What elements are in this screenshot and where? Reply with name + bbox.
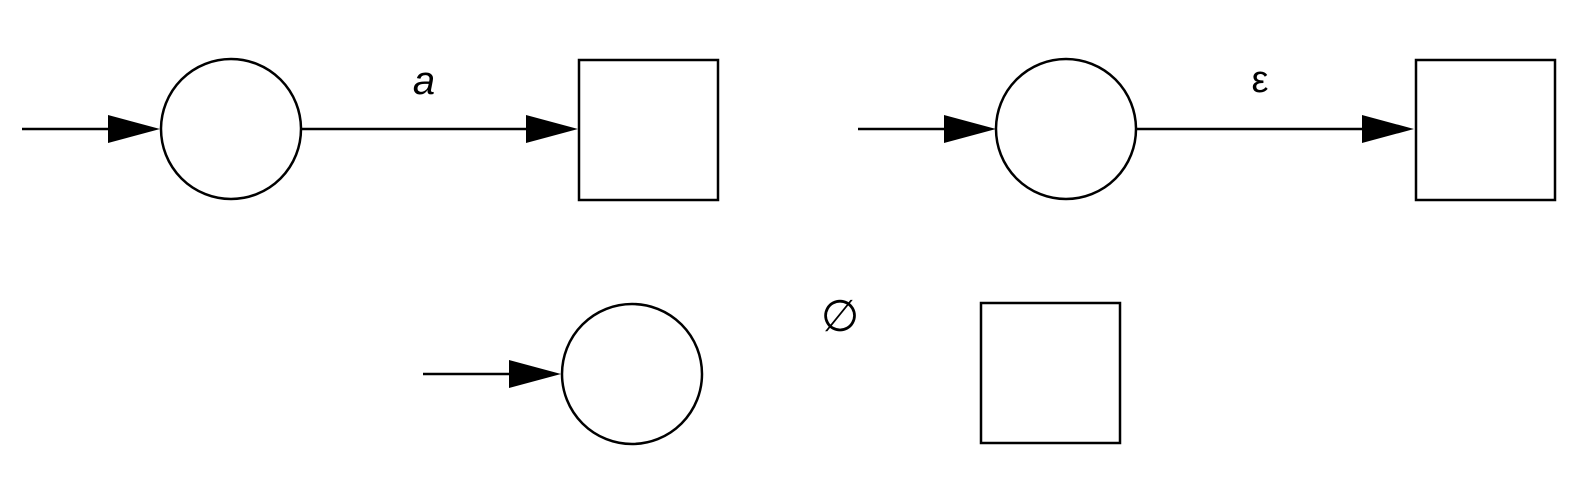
start-state [159,57,303,201]
automaton-empty-set: ∅ [423,292,1122,446]
automaton-epsilon: ε [858,57,1557,202]
accept-state [577,58,720,202]
transition-label-a: a [413,59,435,103]
accept-state [979,301,1122,445]
automaton-symbol-a: a [22,57,720,202]
transition-arrow-head [1362,115,1414,143]
start-state [560,302,704,446]
start-arrow-head [509,360,561,388]
transition-arrow-head [526,115,578,143]
accept-state [1414,58,1557,202]
transition-label-epsilon: ε [1252,59,1269,101]
start-arrow-head [944,115,996,143]
start-arrow-head [108,115,160,143]
start-state [994,57,1138,201]
empty-set-label: ∅ [821,292,859,341]
